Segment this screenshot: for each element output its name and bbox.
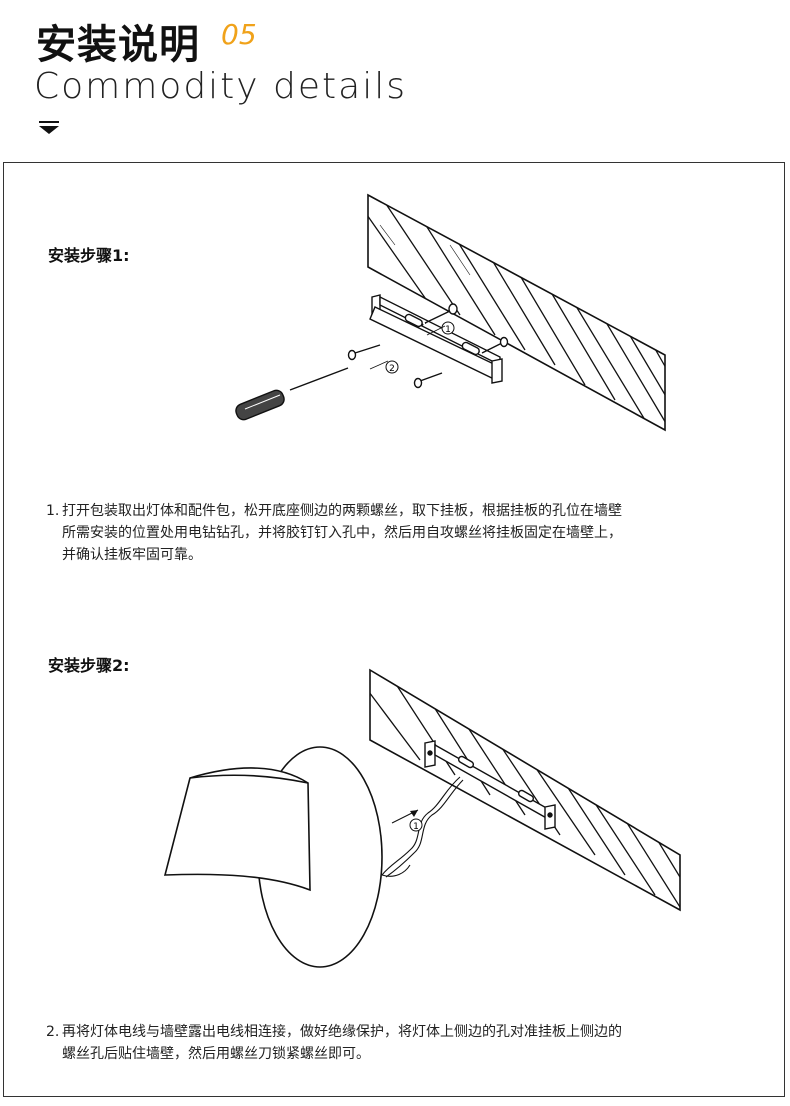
- loose-screws: [347, 344, 443, 389]
- step1-text-line1: 打开包装取出灯体和配件包，松开底座侧边的两颗螺丝，取下挂板，根据挂板的孔位在墙壁: [62, 503, 622, 519]
- step1-description: 1.打开包装取出灯体和配件包，松开底座侧边的两颗螺丝，取下挂板，根据挂板的孔位在…: [46, 500, 622, 566]
- lamp-body: [163, 746, 383, 968]
- page-subtitle: Commodity details: [34, 66, 407, 107]
- mounting-bracket: [424, 740, 556, 830]
- step1-text-line2: 所需安装的位置处用电钻钻孔，并将胶钉钉入孔中，然后用自攻螺丝将挂板固定在墙壁上，: [62, 525, 622, 541]
- wall-panel: [369, 668, 681, 912]
- callout-1-circle: [409, 818, 423, 832]
- step2-label: 安装步骤2:: [48, 656, 130, 675]
- step1-text-line3: 并确认挂板牢固可靠。: [62, 547, 202, 563]
- section-number: 05: [221, 18, 257, 51]
- callout-1-circle: [441, 321, 455, 335]
- step2-number: 2.: [46, 1024, 60, 1040]
- step1-illustration: 1 2: [235, 193, 666, 432]
- callout-1: 1: [445, 325, 451, 335]
- step2-text-line1: 再将灯体电线与墙壁露出电线相连接，做好绝缘保护，将灯体上侧边的孔对准挂板上侧边的: [62, 1024, 622, 1040]
- mounting-bracket: [369, 294, 503, 384]
- step1-label: 安装步骤1:: [48, 246, 130, 265]
- wall-panel: [367, 193, 666, 432]
- wall-screws: [417, 303, 509, 354]
- connecting-wires: [381, 776, 464, 878]
- step2-text-line2: 螺丝孔后贴住墙壁，然后用螺丝刀锁紧螺丝即可。: [62, 1046, 370, 1062]
- callout-1: 1: [413, 822, 419, 832]
- lamp-shade: [163, 767, 311, 892]
- callout-2: 2: [389, 364, 395, 374]
- screwdriver: [235, 367, 349, 421]
- page-title: 安装说明: [36, 22, 200, 68]
- down-arrow-icon: [39, 121, 59, 134]
- step2-description: 2.再将灯体电线与墙壁露出电线相连接，做好绝缘保护，将灯体上侧边的孔对准挂板上侧…: [46, 1021, 622, 1065]
- callout-2-circle: [385, 360, 399, 374]
- step2-illustration: 1: [163, 668, 681, 968]
- instructions-frame: [3, 162, 785, 1097]
- step1-number: 1.: [46, 503, 60, 519]
